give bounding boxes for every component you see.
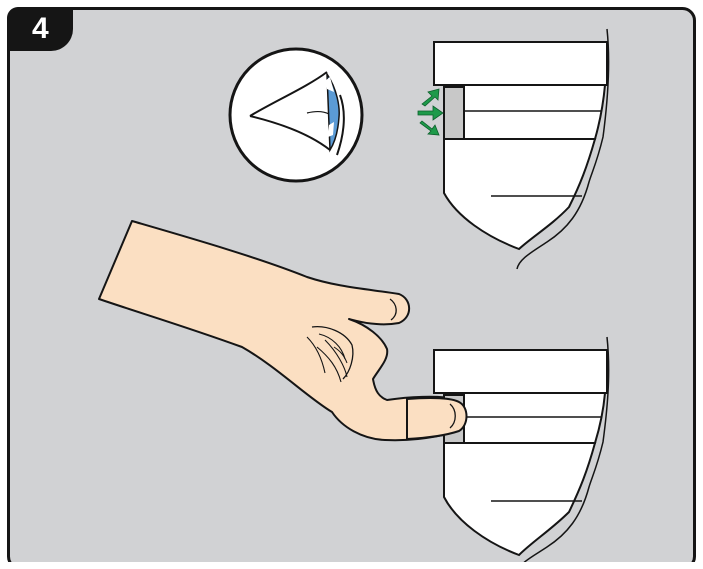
vial-icon: [433, 28, 610, 270]
illustration: [7, 7, 696, 562]
eye-highlight: [325, 77, 334, 92]
vial-gap: [443, 86, 465, 140]
step-number-badge: 4: [7, 7, 73, 51]
hand-icon: [98, 220, 467, 442]
vial-icon-bottom: [433, 336, 610, 562]
vial-cap: [433, 41, 608, 86]
vial-body: [443, 138, 597, 251]
green-arrows-icon: [417, 88, 444, 136]
vial-break-line: [523, 336, 610, 562]
thumb-tip: [406, 397, 468, 441]
vial-body: [443, 442, 597, 557]
vial-ring: [463, 392, 607, 444]
vial-ring: [463, 84, 607, 140]
vial-cap: [433, 349, 608, 394]
vial-break-line: [516, 28, 610, 270]
eye-icon: [228, 47, 364, 183]
